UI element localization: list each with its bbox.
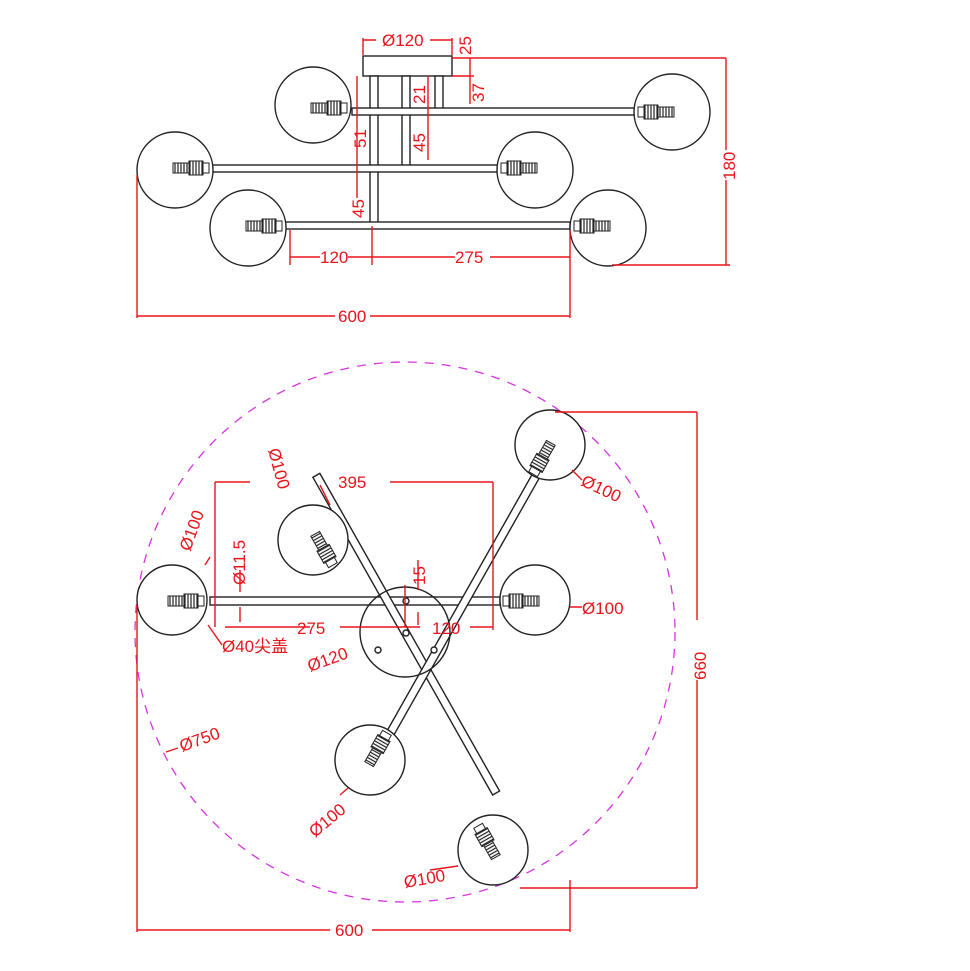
dim-120: 120 xyxy=(432,619,460,638)
dim-canopy-height: 25 xyxy=(456,36,475,55)
arm-row-2 xyxy=(209,164,501,173)
dim-total-width: 600 xyxy=(335,921,363,940)
dim-arm-left: 120 xyxy=(320,248,348,267)
canopy xyxy=(362,55,453,77)
label-canopy: Ø120 xyxy=(305,644,351,676)
arm-row-3 xyxy=(284,221,571,230)
dim-total-height: 660 xyxy=(691,652,710,680)
arm-horizontal xyxy=(209,596,501,606)
dim-37: 37 xyxy=(469,83,488,102)
rod-mid xyxy=(401,75,411,167)
envelope-circle xyxy=(134,361,676,903)
dim-45-a: 45 xyxy=(410,133,429,152)
label-cap: Ø40尖盖 xyxy=(222,637,288,656)
dim-total-width: 600 xyxy=(338,307,366,326)
dim-51: 51 xyxy=(351,129,370,148)
label-overall-circle: Ø750 xyxy=(177,724,223,756)
label-globe-top-right: Ø100 xyxy=(578,471,624,506)
elevation-view: Ø120 25 37 21 51 45 45 120 275 600 180 xyxy=(136,31,739,326)
dim-15: 15 xyxy=(410,566,429,585)
arm-row-1 xyxy=(351,107,636,116)
dim-275: 275 xyxy=(297,619,325,638)
label-globe-bottom: Ø100 xyxy=(402,866,446,892)
dim-total-height: 180 xyxy=(720,152,739,180)
plan-view: Ø100 Ø100 Ø100 Ø100 Ø100 Ø100 395 Ø11.5 … xyxy=(134,361,710,940)
dim-21: 21 xyxy=(410,85,429,104)
rod-long xyxy=(369,75,379,227)
label-globe-upper-left: Ø100 xyxy=(264,446,293,491)
dim-arm-right: 275 xyxy=(455,248,483,267)
rod-short xyxy=(434,75,444,110)
label-globe-left: Ø100 xyxy=(176,508,208,554)
label-globe-right: Ø100 xyxy=(582,599,624,618)
dim-45-b: 45 xyxy=(349,199,368,218)
label-globe-lower-left: Ø100 xyxy=(305,800,349,841)
dim-canopy-diameter: Ø120 xyxy=(382,31,424,50)
dim-395: 395 xyxy=(338,473,366,492)
dim-tube-diameter: Ø11.5 xyxy=(230,540,249,585)
